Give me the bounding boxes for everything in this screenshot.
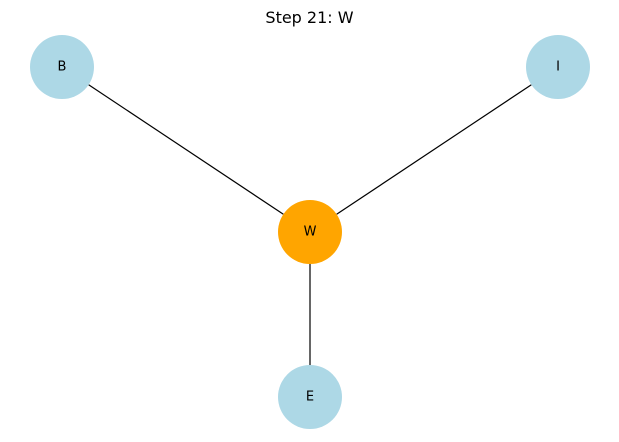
node-i: I [526,35,590,99]
edge-w-b [88,84,284,215]
node-label-e: E [306,390,314,405]
node-circle-i [526,35,590,99]
nodes-layer: B I W E [30,35,590,429]
node-label-i: I [556,60,560,75]
diagram-title: Step 21: W [265,8,354,27]
edge-w-i [336,84,532,215]
node-label-b: B [58,60,67,75]
node-b: B [30,35,94,99]
node-e: E [278,365,342,429]
node-circle-e [278,365,342,429]
node-w: W [278,200,342,264]
edges-layer [88,84,532,365]
node-circle-b [30,35,94,99]
node-circle-w [278,200,342,264]
node-label-w: W [304,225,317,240]
